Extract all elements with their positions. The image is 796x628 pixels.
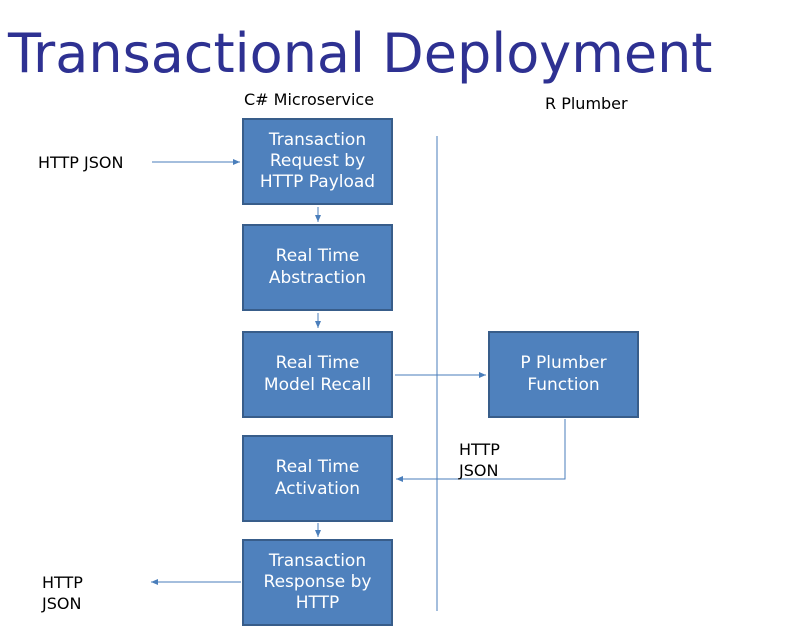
- transaction-response-node: Transaction Response by HTTP: [242, 539, 393, 626]
- page-title: Transactional Deployment: [8, 22, 713, 85]
- real-time-activation-node: Real Time Activation: [242, 435, 393, 522]
- output-edge-label: HTTP JSON: [42, 573, 83, 613]
- transaction-request-node-label: Transaction Request by HTTP Payload: [259, 129, 376, 193]
- plumber-return-edge-label: HTTP JSON: [459, 440, 500, 480]
- input-edge-label: HTTP JSON: [38, 153, 124, 172]
- r-plumber-column-label: R Plumber: [545, 94, 628, 113]
- transaction-request-node: Transaction Request by HTTP Payload: [242, 118, 393, 205]
- plumber-to-activation-arrow: [396, 419, 566, 482]
- real-time-abstraction-node-label: Real Time Abstraction: [268, 246, 367, 288]
- real-time-activation-node-label: Real Time Activation: [274, 457, 361, 499]
- transaction-response-node-label: Transaction Response by HTTP: [263, 550, 372, 614]
- p-plumber-function-node: P Plumber Function: [488, 331, 639, 418]
- real-time-model-recall-node: Real Time Model Recall: [242, 331, 393, 418]
- real-time-abstraction-node: Real Time Abstraction: [242, 224, 393, 311]
- real-time-model-recall-node-label: Real Time Model Recall: [263, 353, 372, 395]
- csharp-column-label: C# Microservice: [244, 90, 375, 109]
- p-plumber-function-node-label: P Plumber Function: [520, 353, 607, 395]
